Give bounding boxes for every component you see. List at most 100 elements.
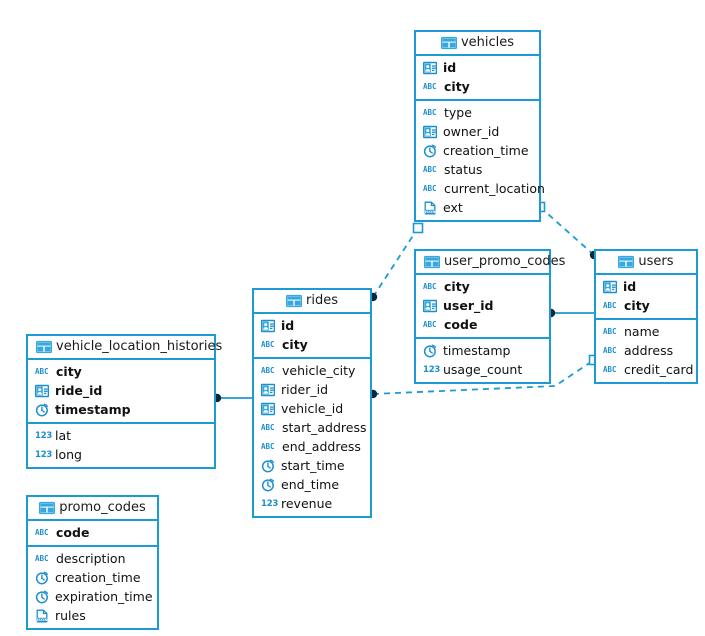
clock-icon (261, 478, 275, 492)
column-name: lat (55, 428, 72, 443)
relationship-user_promo_codes-to-users[interactable] (546, 308, 594, 318)
table-title[interactable]: vehicles (416, 32, 539, 56)
abc-icon: ABC (603, 326, 617, 336)
column-row[interactable]: creation_time (28, 568, 157, 587)
column-row[interactable]: user_id (416, 296, 549, 315)
table-icon (424, 255, 440, 269)
clock-icon (35, 403, 49, 417)
column-row[interactable]: ride_id (28, 381, 214, 400)
column-name: credit_card (624, 362, 694, 377)
column-name: status (444, 162, 483, 177)
column-name: creation_time (55, 570, 141, 585)
table-title[interactable]: promo_codes (28, 497, 157, 521)
column-row[interactable]: JSON rules (28, 606, 157, 625)
column-row[interactable]: ABC start_address (254, 418, 370, 437)
clock-icon (261, 459, 275, 473)
column-name: owner_id (443, 124, 500, 139)
column-name: expiration_time (55, 589, 153, 604)
table-title[interactable]: rides (254, 290, 370, 314)
table-icon (618, 255, 635, 269)
column-name: description (56, 551, 126, 566)
column-name: name (624, 324, 660, 339)
abc-icon: ABC (423, 319, 437, 329)
abc-icon: ABC (261, 441, 275, 451)
column-name: usage_count (443, 362, 523, 377)
column-name: address (624, 343, 674, 358)
column-row[interactable]: ABC description (28, 549, 157, 568)
column-name: vehicle_id (281, 401, 344, 416)
column-row[interactable]: end_time (254, 475, 370, 494)
column-name: rules (55, 608, 86, 623)
column-row[interactable]: vehicle_id (254, 399, 370, 418)
column-row[interactable]: ABC end_address (254, 437, 370, 456)
column-row[interactable]: expiration_time (28, 587, 157, 606)
number-icon: 123 (35, 430, 53, 441)
column-row[interactable]: id (416, 58, 539, 77)
column-row[interactable]: ABC code (416, 315, 549, 334)
column-row[interactable]: owner_id (416, 122, 539, 141)
column-name: start_address (282, 420, 367, 435)
column-row[interactable]: rider_id (254, 380, 370, 399)
table-name: users (638, 254, 674, 269)
relationship-vehicle_location_histories-to-rides[interactable] (212, 393, 252, 403)
abc-icon: ABC (261, 422, 275, 432)
column-row[interactable]: start_time (254, 456, 370, 475)
column-row[interactable]: id (254, 316, 370, 335)
column-name: long (55, 447, 82, 462)
column-name: code (444, 317, 478, 332)
column-name: timestamp (55, 402, 131, 417)
column-row[interactable]: timestamp (416, 341, 549, 360)
column-row[interactable]: creation_time (416, 141, 539, 160)
column-row[interactable]: timestamp (28, 400, 214, 419)
clock-icon (35, 571, 49, 585)
table-title[interactable]: vehicle_location_histories (28, 336, 222, 360)
column-name: city (444, 279, 470, 294)
column-name: end_address (282, 439, 361, 454)
table-title[interactable]: users (596, 251, 696, 275)
column-name: ride_id (55, 383, 103, 398)
column-row[interactable]: id (596, 277, 696, 296)
relationship-target-square (412, 222, 424, 234)
column-row[interactable]: ABC name (596, 322, 696, 341)
table-title[interactable]: user_promo_codes (416, 251, 565, 275)
abc-icon: ABC (603, 300, 617, 310)
svg-text:JSON: JSON (36, 617, 48, 622)
column-name: id (281, 318, 295, 333)
column-name: city (444, 79, 470, 94)
key-id-icon (261, 383, 275, 397)
json-icon: JSON (35, 609, 49, 623)
abc-icon: ABC (35, 553, 49, 563)
svg-text:JSON: JSON (424, 209, 436, 214)
key-id-icon (261, 319, 275, 333)
